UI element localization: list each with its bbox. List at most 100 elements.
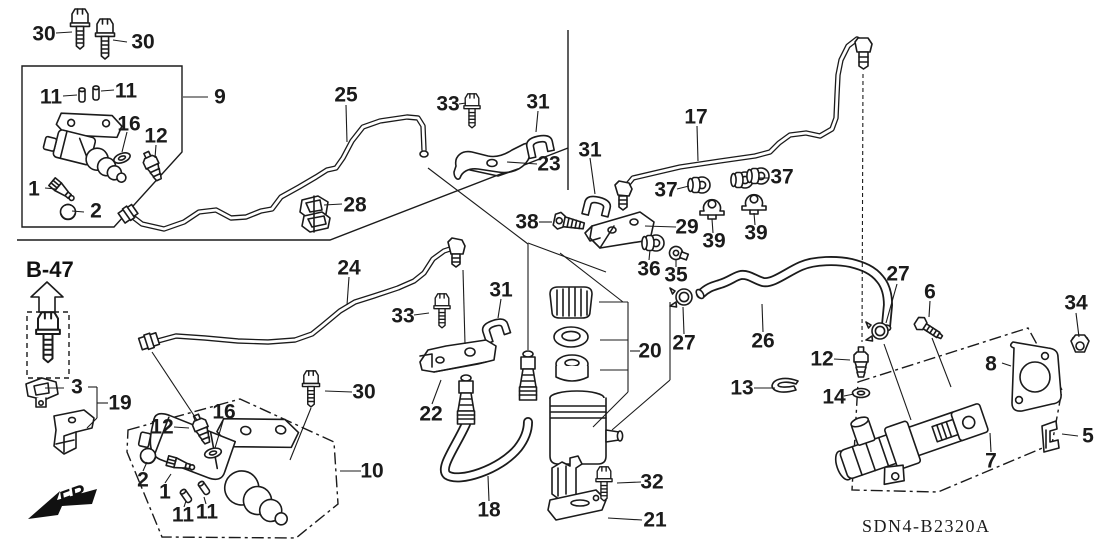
- leader-line: [883, 343, 912, 421]
- fr-direction-arrow: [28, 489, 97, 519]
- leader-line: [1075, 312, 1080, 338]
- part-number-label-33[interactable]: 33: [391, 305, 414, 328]
- part-number-label-12[interactable]: 12: [810, 348, 833, 371]
- leader-line: [1061, 433, 1079, 437]
- part-number-label-12[interactable]: 12: [150, 416, 173, 439]
- mounting-bolt-30a: [69, 8, 91, 50]
- part-number-label-14[interactable]: 14: [822, 386, 846, 409]
- part-number-label-33[interactable]: 33: [436, 93, 459, 116]
- part-number-label-23[interactable]: 23: [537, 153, 560, 176]
- part-number-label-8[interactable]: 8: [985, 353, 997, 376]
- leader-line: [142, 461, 148, 472]
- leader-line: [861, 73, 864, 343]
- part-number-label-31[interactable]: 31: [526, 91, 550, 114]
- leader-line: [86, 417, 98, 429]
- part-number-label-11[interactable]: 11: [115, 80, 138, 103]
- part-number-label-38[interactable]: 38: [515, 211, 539, 234]
- clip-28: [299, 195, 331, 233]
- part-number-label-11[interactable]: 11: [172, 504, 195, 527]
- part-number-label-16[interactable]: 16: [117, 113, 140, 136]
- part-number-label-2[interactable]: 2: [90, 200, 102, 223]
- part-number-label-12[interactable]: 12: [144, 125, 167, 148]
- part-number-label-24[interactable]: 24: [337, 257, 361, 280]
- part-number-label-1[interactable]: 1: [159, 481, 171, 504]
- pipe-17-upper-fitting: [854, 37, 873, 70]
- leader-line: [928, 300, 931, 318]
- part-number-label-26[interactable]: 26: [751, 330, 774, 353]
- clutch-hose-26: [695, 256, 893, 332]
- part-number-label-3[interactable]: 3: [71, 376, 83, 399]
- leader-line: [203, 496, 207, 505]
- part-number-label-6[interactable]: 6: [924, 281, 936, 304]
- nut-34: [1070, 334, 1090, 353]
- part-number-label-1[interactable]: 1: [28, 178, 40, 201]
- leader-line: [607, 517, 643, 521]
- upper-region-outline: [17, 147, 569, 241]
- part-number-label-28[interactable]: 28: [343, 194, 367, 217]
- part-number-label-34[interactable]: 34: [1064, 292, 1088, 315]
- leader-line: [589, 157, 596, 195]
- part-number-label-35[interactable]: 35: [664, 264, 688, 287]
- part-number-label-13[interactable]: 13: [730, 377, 753, 400]
- part-number-label-36[interactable]: 36: [637, 258, 660, 281]
- bolt-33a: [463, 93, 481, 129]
- part-number-label-18[interactable]: 18: [477, 499, 501, 522]
- part-number-label-5[interactable]: 5: [1082, 425, 1094, 448]
- pipe-24-end-fitting: [447, 237, 466, 268]
- part-number-label-31[interactable]: 31: [578, 139, 602, 162]
- part-number-label-27[interactable]: 27: [672, 332, 695, 355]
- washer-16a: [111, 150, 133, 166]
- pipe-clamp-39b: [741, 193, 767, 215]
- part-number-label-7[interactable]: 7: [985, 450, 997, 473]
- leader-line: [696, 125, 699, 162]
- part-number-label-30[interactable]: 30: [352, 381, 375, 404]
- leader-line: [154, 144, 157, 159]
- leader-line: [616, 481, 642, 484]
- leader-line: [989, 432, 992, 453]
- part-number-label-37[interactable]: 37: [654, 179, 677, 202]
- clutch-pipe-17: [614, 36, 873, 211]
- reservoir-tank: [549, 390, 624, 465]
- leader-line: [506, 161, 538, 165]
- part-number-label-19[interactable]: 19: [108, 392, 131, 415]
- part-number-label-2[interactable]: 2: [137, 469, 149, 492]
- part-number-label-39[interactable]: 39: [744, 222, 767, 245]
- leader-line: [112, 39, 128, 43]
- bolt-33b: [433, 293, 451, 329]
- clutch-hose-18: [440, 350, 538, 483]
- part-number-label-11[interactable]: 11: [40, 86, 63, 109]
- part-number-label-30[interactable]: 30: [32, 23, 55, 46]
- part-number-label-20[interactable]: 20: [638, 340, 661, 363]
- part-number-label-22[interactable]: 22: [419, 403, 442, 426]
- part-number-label-27[interactable]: 27: [886, 263, 909, 286]
- bleeder-1a: [48, 177, 78, 205]
- part-number-label-21[interactable]: 21: [643, 509, 667, 532]
- leader-line: [1001, 362, 1012, 367]
- part-number-label-37[interactable]: 37: [770, 166, 793, 189]
- slave-cylinder-art-group10: [137, 412, 300, 526]
- part-number-label-16[interactable]: 16: [212, 401, 235, 424]
- part-number-label-11[interactable]: 11: [196, 501, 219, 524]
- leader-line: [427, 167, 529, 245]
- clutch-pipe-25: [117, 114, 429, 232]
- leader-line: [346, 276, 350, 306]
- leader-line: [151, 351, 198, 421]
- bolt-30c: [301, 370, 321, 408]
- joint-bolt-38: [551, 210, 587, 236]
- part-number-label-9[interactable]: 9: [214, 86, 226, 109]
- part-number-label-39[interactable]: 39: [702, 230, 725, 253]
- part-number-label-25[interactable]: 25: [334, 84, 358, 107]
- grommet-37a: [687, 176, 711, 194]
- part-number-label-17[interactable]: 17: [684, 106, 707, 129]
- part-number-label-32[interactable]: 32: [640, 471, 663, 494]
- leader-line: [676, 185, 690, 190]
- part-number-label-31[interactable]: 31: [489, 279, 513, 302]
- leader-line: [164, 473, 172, 484]
- part-number-label-29[interactable]: 29: [675, 216, 698, 239]
- part-number-label-30[interactable]: 30: [131, 31, 154, 54]
- part-number-label-10[interactable]: 10: [360, 460, 383, 483]
- leader-line: [833, 358, 851, 361]
- b47-ref-label[interactable]: B-47: [26, 257, 74, 282]
